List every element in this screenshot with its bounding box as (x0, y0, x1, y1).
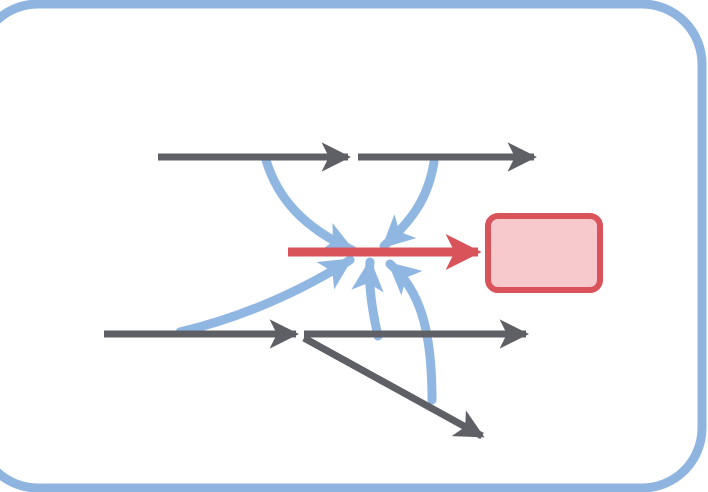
blue-arrow-from-top-right (379, 157, 439, 251)
target-box (485, 213, 603, 293)
blue-arrow-from-bottom-right (385, 259, 437, 405)
blue-arrow-from-bottom-center (351, 257, 384, 341)
dark-arrow-diagonal-down (302, 334, 485, 440)
blue-arrow-from-top-left (261, 155, 357, 255)
blue-arrow-from-lower-left (175, 255, 355, 337)
